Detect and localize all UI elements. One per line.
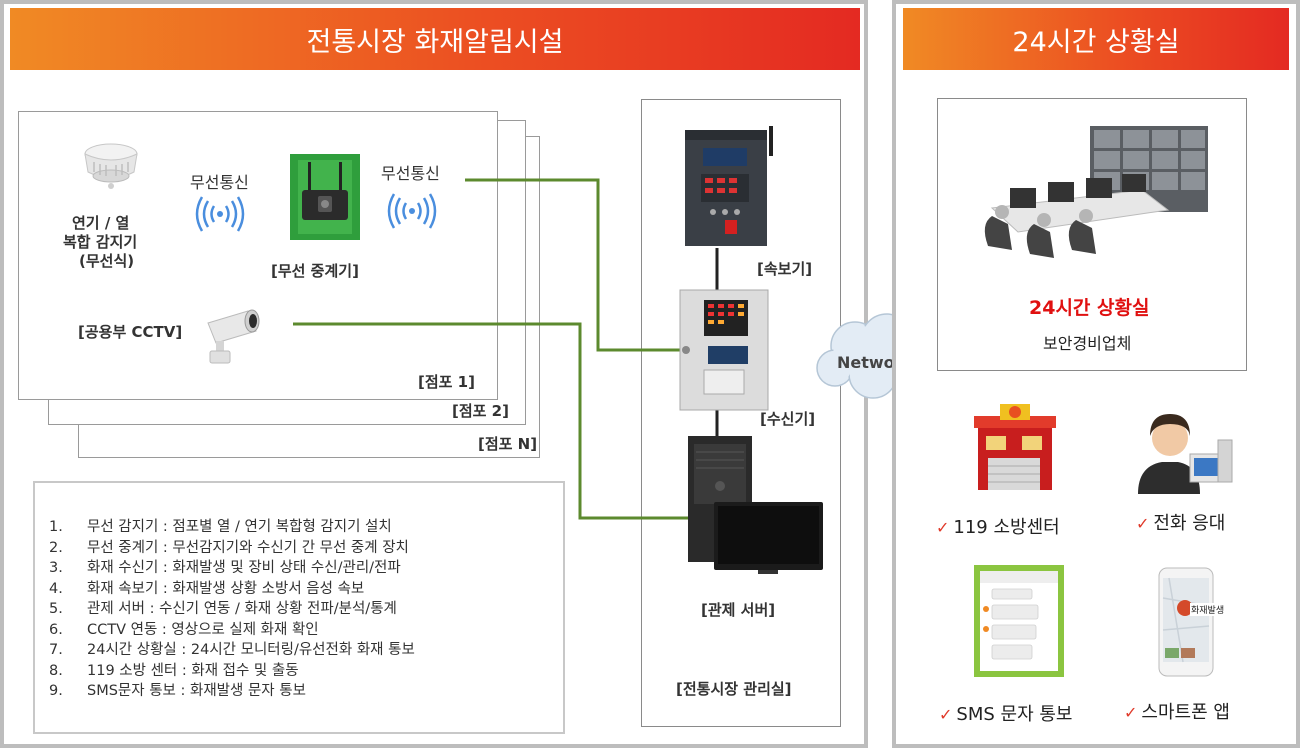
legend-item-8: 8.119 소방 센터 : 화재 접수 및 출동 bbox=[49, 662, 299, 679]
check-icon: ✓ bbox=[939, 705, 953, 724]
wireless-label-1: 무선통신 bbox=[190, 173, 249, 192]
control-office-label: [전통시장 관리실] bbox=[676, 680, 792, 698]
sms-phone-icon bbox=[974, 565, 1064, 677]
control-server-icon bbox=[688, 436, 823, 574]
connector-cctv-server bbox=[293, 322, 690, 520]
store-label-1: [점포 1] bbox=[418, 373, 475, 391]
service-phone-response: ✓전화 응대 bbox=[1136, 513, 1226, 534]
store-label-n: [점포 N] bbox=[478, 435, 538, 453]
left-panel-title: 전통시장 화재알림시설 bbox=[10, 8, 860, 70]
service-smartphone-app: ✓스마트폰 앱 bbox=[1124, 702, 1230, 723]
operator-icon bbox=[1138, 414, 1233, 494]
legend-item-2: 2.무선 중계기 : 무선감지기와 수신기 간 무선 중계 장치 bbox=[49, 539, 409, 556]
wireless-wave-icon-1 bbox=[195, 196, 245, 232]
sms-bubble-label: 화재발생 bbox=[1190, 603, 1226, 616]
legend-item-7: 7.24시간 상황실 : 24시간 모니터링/유선전화 화재 통보 bbox=[49, 642, 415, 658]
legend-item-3: 3.화재 수신기 : 화재발생 및 장비 상태 수신/관리/전파 bbox=[49, 560, 401, 576]
legend-item-6: 6.CCTV 연동 : 영상으로 실제 화재 확인 bbox=[49, 621, 319, 638]
cctv-label: [공용부 CCTV] bbox=[78, 323, 183, 341]
check-icon: ✓ bbox=[936, 518, 950, 537]
fire-quick-reporter-icon bbox=[685, 126, 773, 246]
wireless-repeater-icon bbox=[290, 154, 360, 240]
service-fire-station: ✓119 소방센터 bbox=[936, 517, 1060, 538]
legend-item-9: 9.SMS문자 통보 : 화재발생 문자 통보 bbox=[49, 683, 306, 699]
situation-room-title: 24시간 상황실 bbox=[1029, 297, 1150, 319]
receiver-label: [수신기] bbox=[760, 410, 816, 428]
cctv-camera-icon bbox=[207, 309, 260, 364]
situation-room-illustration bbox=[984, 126, 1208, 258]
check-icon: ✓ bbox=[1136, 514, 1150, 533]
smoke-detector-label-3: (무선식) bbox=[79, 252, 135, 270]
legend-item-4: 4.화재 속보기 : 화재발생 상황 소방서 음성 속보 bbox=[49, 580, 365, 597]
connector-repeater-receiver bbox=[465, 178, 685, 352]
smartphone-app-icon bbox=[1158, 567, 1214, 677]
fire-receiver-icon bbox=[679, 289, 769, 411]
store-frame-1 bbox=[18, 111, 498, 400]
check-icon: ✓ bbox=[1124, 703, 1138, 722]
wireless-wave-icon-2 bbox=[387, 193, 437, 229]
smoke-detector-icon bbox=[84, 143, 138, 189]
legend-item-5: 5.관제 서버 : 수신기 연동 / 화재 상황 전파/분석/통계 bbox=[49, 601, 397, 617]
quick-reporter-label: [속보기] bbox=[757, 260, 813, 278]
green-connectors bbox=[293, 178, 719, 520]
server-label: [관제 서버] bbox=[701, 601, 776, 619]
legend-box: 1.무선 감지기 : 점포별 열 / 연기 복합형 감지기 설치 2.무선 중계… bbox=[33, 481, 565, 734]
smoke-detector-label-1: 연기 / 열 bbox=[72, 214, 130, 232]
store-label-2: [점포 2] bbox=[452, 402, 509, 420]
situation-room-subtitle: 보안경비업체 bbox=[1043, 334, 1132, 353]
right-panel-title: 24시간 상황실 bbox=[903, 8, 1289, 70]
wireless-label-2: 무선통신 bbox=[381, 164, 440, 183]
smoke-detector-label-2: 복합 감지기 bbox=[63, 233, 138, 251]
service-sms: ✓SMS 문자 통보 bbox=[939, 704, 1073, 725]
legend-item-1: 1.무선 감지기 : 점포별 열 / 연기 복합형 감지기 설치 bbox=[49, 519, 392, 535]
repeater-label: [무선 중계기] bbox=[271, 262, 359, 280]
fire-station-icon bbox=[974, 404, 1056, 490]
